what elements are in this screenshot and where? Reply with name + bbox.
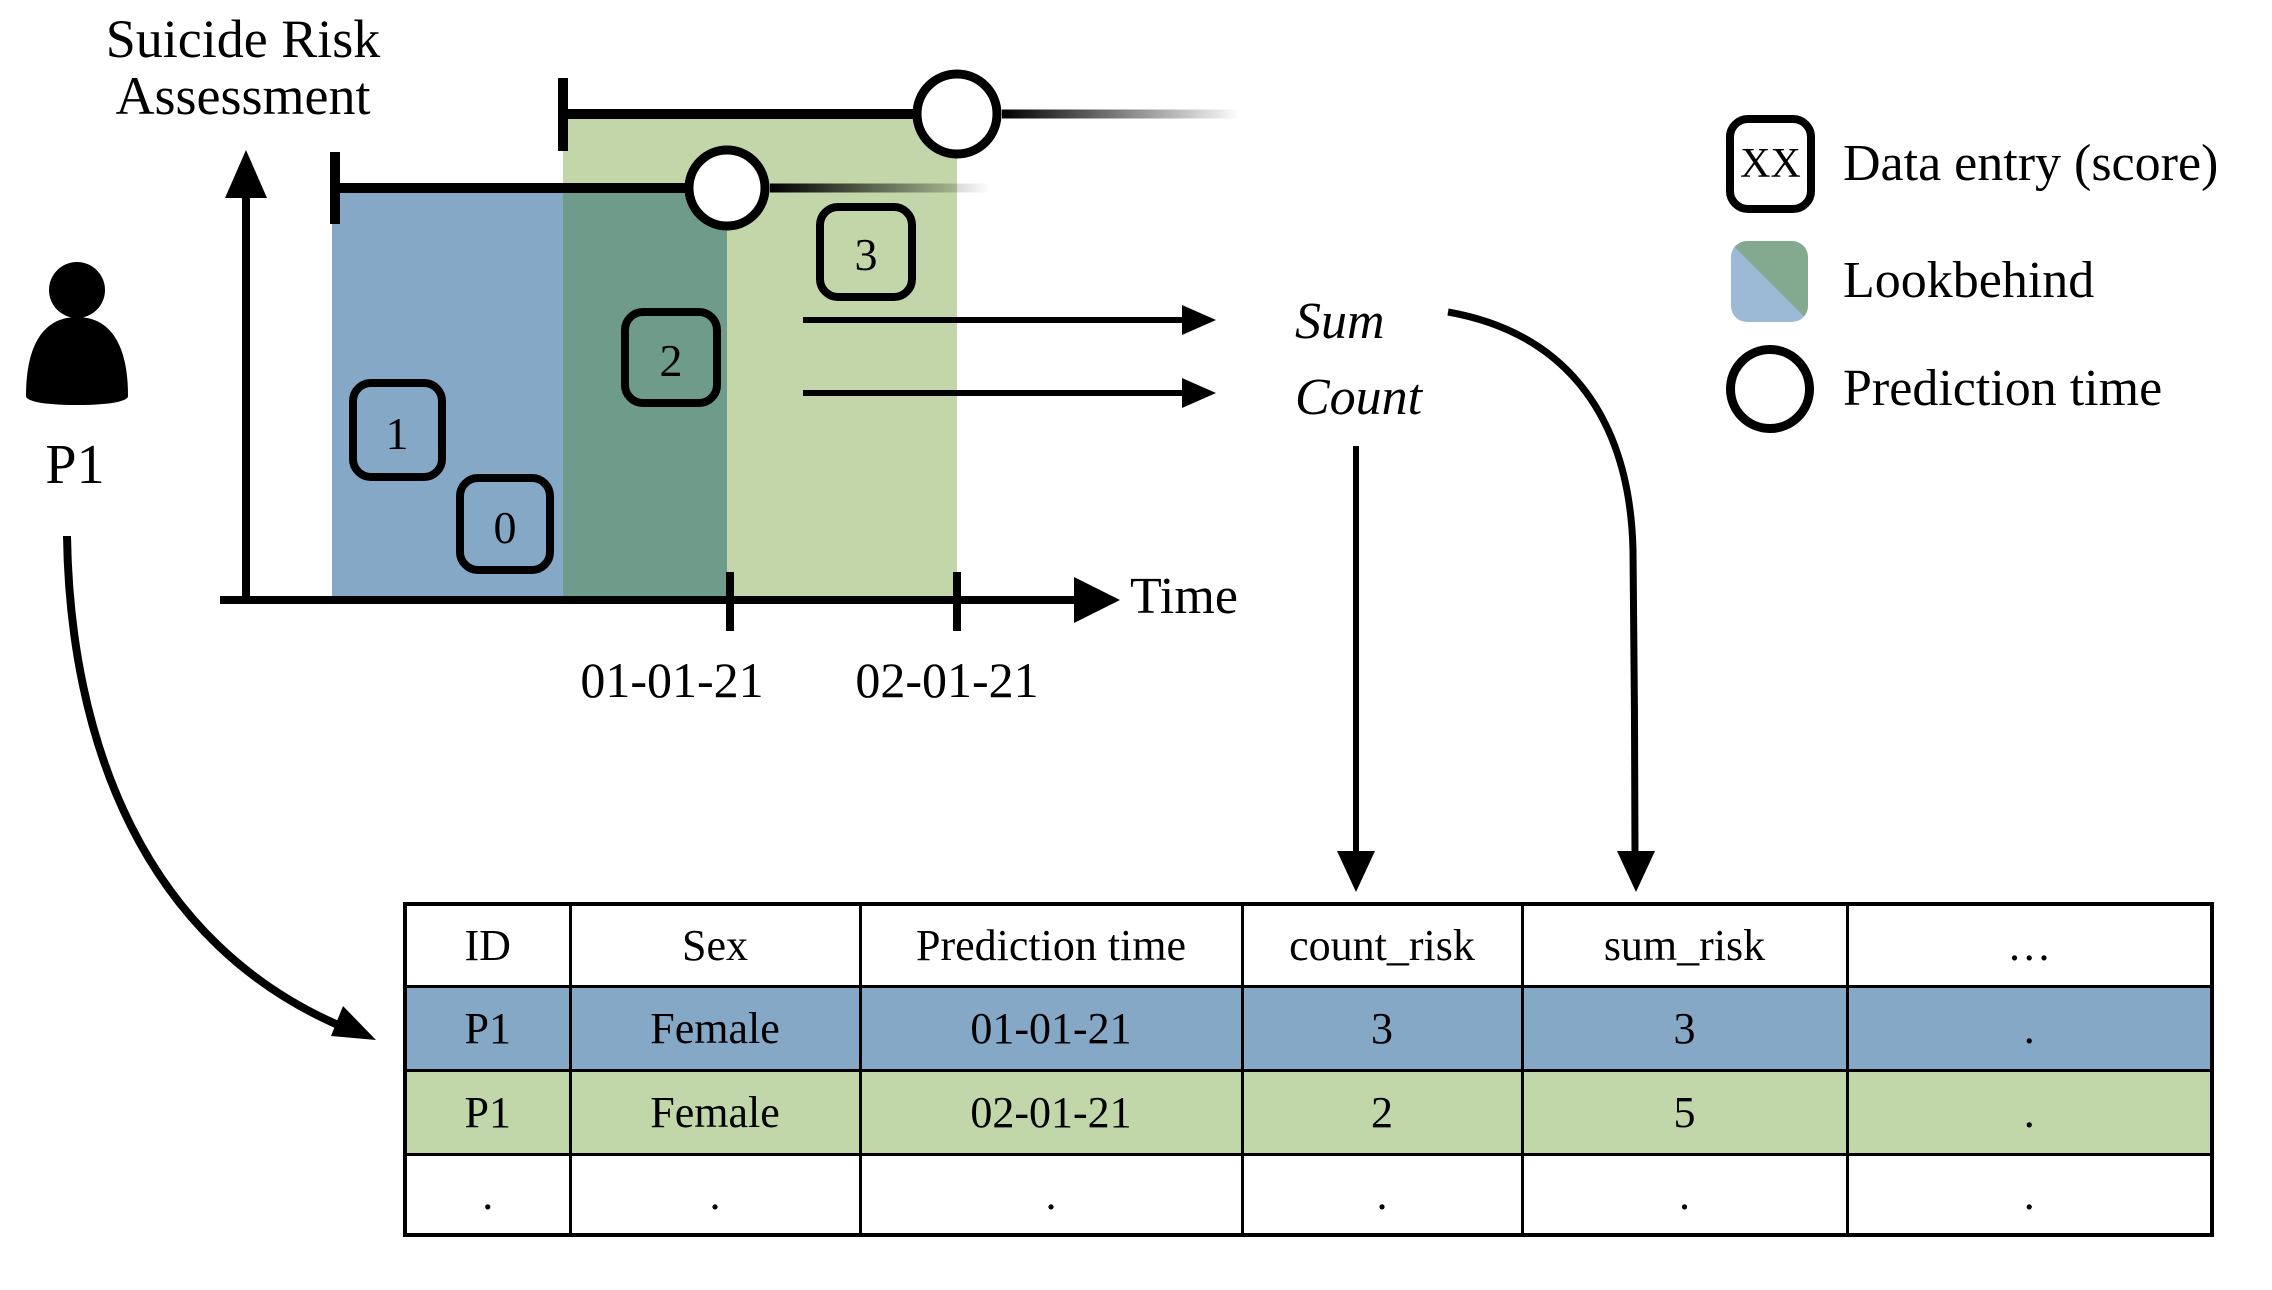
overlap-lookbehind-region (563, 192, 727, 598)
legend-label-data-entry: Data entry (score) (1843, 135, 2219, 192)
axis-tick-label-2: 02-01-21 (855, 652, 1039, 708)
table-header-row: ID Sex Prediction time count_risk sum_ri… (403, 902, 2214, 988)
time-axis-arrowhead-icon (1074, 577, 1120, 623)
table-row: P1 Female 01-01-21 3 3 . (403, 984, 2214, 1072)
column-header-sum-risk: sum_risk (1520, 902, 1849, 988)
count-arrowhead-icon (1182, 378, 1216, 408)
cell-sum-risk: 3 (1520, 984, 1849, 1072)
data-entry-value: 0 (493, 501, 517, 553)
count-to-table-arrowhead-icon (1337, 851, 1375, 892)
data-entry-value: 2 (659, 334, 683, 386)
data-entry-box-3 (816, 203, 916, 301)
patient-id-label: P1 (45, 434, 105, 496)
column-header-id: ID (403, 902, 572, 988)
cell-sum-risk: 5 (1520, 1068, 1849, 1156)
cell-prediction-time: . (858, 1152, 1244, 1237)
cell-count-risk: 2 (1240, 1068, 1524, 1156)
feature-table: ID Sex Prediction time count_risk sum_ri… (403, 902, 2214, 1237)
cell-ellipsis: . (1845, 1152, 2214, 1237)
cell-ellipsis: . (1845, 1068, 2214, 1156)
lookbehind-swatch-icon (1731, 241, 1808, 322)
cell-sex: Female (568, 984, 862, 1072)
table-row: P1 Female 02-01-21 2 5 . (403, 1068, 2214, 1156)
sum-aggregation-label: Sum (1295, 293, 1385, 350)
prediction-time-circle-icon (1726, 345, 1814, 433)
prediction-time-circle-2 (912, 69, 1002, 159)
cell-sex: . (568, 1152, 862, 1237)
cell-prediction-time: 01-01-21 (858, 984, 1244, 1072)
table-row: . . . . . . (403, 1152, 2214, 1237)
sum-arrowhead-icon (1182, 305, 1216, 335)
cell-count-risk: 3 (1240, 984, 1524, 1072)
cell-sex: Female (568, 1068, 862, 1156)
y-axis-title-line1: Suicide Risk (105, 9, 381, 69)
y-axis-title-line2: Assessment (115, 66, 371, 126)
patient-to-table-arrowhead-icon (331, 1006, 376, 1040)
sum-to-table-arrow-curve (1447, 308, 1639, 855)
time-axis-label: Time (1130, 568, 1238, 625)
column-header-count-risk: count_risk (1240, 902, 1524, 988)
patient-to-table-arrow-curve (63, 535, 352, 1034)
data-entry-box-icon: XX (1726, 115, 1815, 213)
person-icon (26, 262, 128, 405)
data-entry-box-2 (621, 308, 721, 407)
legend-symbol-xx: XX (1740, 141, 1801, 187)
cell-id: P1 (403, 1068, 572, 1156)
cell-prediction-time: 02-01-21 (858, 1068, 1244, 1156)
data-entry-value: 1 (385, 407, 409, 459)
data-entry-box-0 (456, 474, 554, 574)
prediction-time-circle-1 (684, 145, 770, 231)
data-entry-value: 3 (854, 228, 878, 280)
y-axis-arrowhead-icon (225, 150, 267, 198)
cell-ellipsis: . (1845, 984, 2214, 1072)
data-entry-box-1 (349, 379, 446, 481)
cell-count-risk: . (1240, 1152, 1524, 1237)
cell-id: P1 (403, 984, 572, 1072)
count-aggregation-label: Count (1295, 369, 1423, 426)
cell-id: . (403, 1152, 572, 1237)
column-header-prediction-time: Prediction time (858, 902, 1244, 988)
legend-label-prediction-time: Prediction time (1843, 360, 2163, 417)
sum-to-table-arrowhead-icon (1617, 851, 1655, 892)
legend-label-lookbehind: Lookbehind (1843, 252, 2095, 309)
axis-tick-label-1: 01-01-21 (580, 652, 764, 708)
blue-lookbehind-region (332, 192, 563, 598)
column-header-ellipsis: … (1845, 902, 2214, 988)
column-header-sex: Sex (568, 902, 862, 988)
cell-sum-risk: . (1520, 1152, 1849, 1237)
